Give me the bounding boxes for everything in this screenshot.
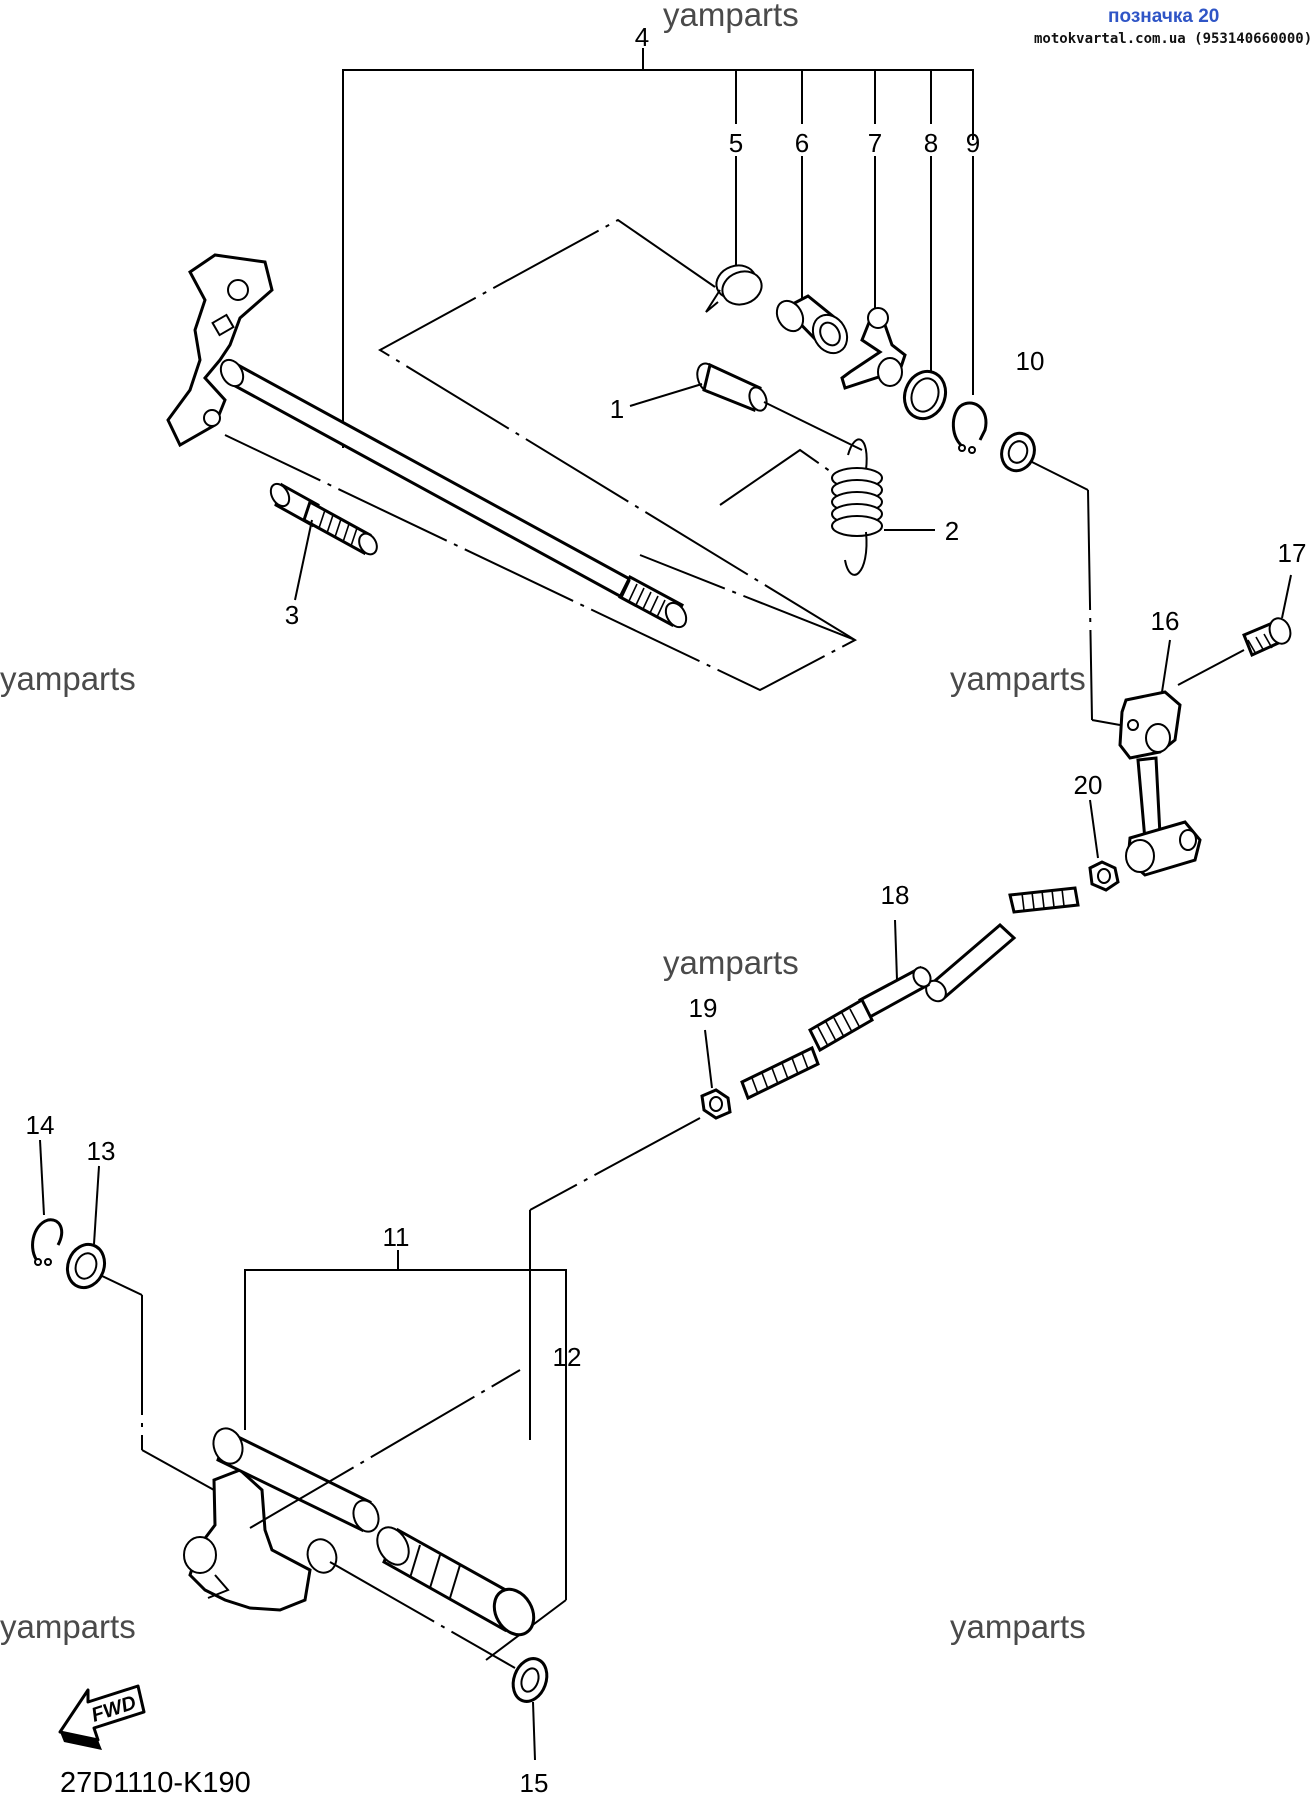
header-site: motokvartal.com.ua (953140660000) [1034, 31, 1312, 47]
callout-20: 20 [1074, 770, 1103, 800]
callout-19: 19 [689, 993, 718, 1023]
callout-11: 11 [383, 1222, 410, 1252]
watermark: yamparts [663, 944, 799, 981]
callout-5: 5 [729, 128, 743, 158]
callout-10: 10 [1016, 346, 1045, 376]
leaders-top [735, 156, 974, 395]
callout-17: 17 [1278, 538, 1307, 568]
callout-labels: 4 5 6 7 8 9 10 1 2 3 17 16 20 18 19 14 1… [26, 22, 1307, 1798]
part-5-torsion-spring [705, 264, 763, 313]
header-label: позначка 20 [1108, 6, 1219, 27]
watermark: yamparts [0, 1608, 136, 1645]
callout-3: 3 [285, 600, 299, 630]
callout-1: 1 [610, 394, 624, 424]
watermark: yamparts [950, 660, 1086, 697]
part-13-washer [65, 1165, 215, 1491]
part-17-bolt [1177, 574, 1292, 686]
callout-8: 8 [924, 128, 938, 158]
fwd-arrow-icon: FWD [58, 1684, 146, 1750]
part-10-washer [1000, 431, 1121, 726]
callout-13: 13 [87, 1136, 116, 1166]
callout-7: 7 [868, 128, 882, 158]
part-14-circlip [31, 1139, 64, 1266]
shaft-axis-outline [224, 218, 879, 692]
callout-2: 2 [945, 516, 959, 546]
callout-16: 16 [1151, 606, 1180, 636]
part-15-washer [329, 1561, 549, 1761]
bracket-4 [342, 48, 974, 448]
part-7-bracket [840, 307, 907, 390]
part-8-washer [902, 369, 948, 421]
part-2-spring [831, 438, 935, 576]
part-3-stud-bolt [269, 482, 378, 601]
part-6-collar [775, 294, 849, 355]
callout-14: 14 [26, 1110, 55, 1140]
watermark: yamparts [663, 0, 799, 33]
part-16-joint [1118, 639, 1202, 877]
callout-4: 4 [635, 22, 649, 52]
watermark: yamparts [0, 660, 136, 697]
part-20-nut [1088, 799, 1120, 892]
callout-18: 18 [881, 880, 910, 910]
callout-12: 12 [553, 1342, 582, 1372]
watermark: yamparts [950, 1608, 1086, 1645]
callout-15: 15 [520, 1768, 549, 1798]
part-12-rubber [376, 1526, 536, 1637]
shift-shaft [166, 253, 688, 629]
callout-9: 9 [966, 128, 980, 158]
part-19-nut [529, 1029, 732, 1440]
part-11-shift-pedal [183, 1369, 521, 1612]
part-1-pin [629, 362, 863, 451]
part-9-circlip [951, 401, 988, 454]
diagram-code: 27D1110-K190 [60, 1767, 251, 1799]
callout-6: 6 [795, 128, 809, 158]
part-18-shift-rod [740, 886, 1080, 1101]
